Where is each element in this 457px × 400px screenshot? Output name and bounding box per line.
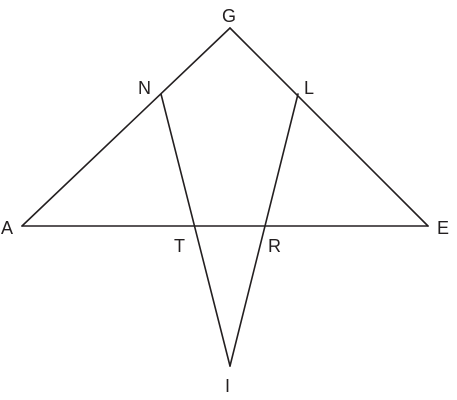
label-A: A <box>1 218 13 238</box>
label-G: G <box>222 6 236 26</box>
label-N: N <box>138 78 151 98</box>
segment-AG <box>21 27 231 227</box>
label-R: R <box>268 236 281 256</box>
label-T: T <box>174 236 185 256</box>
label-E: E <box>437 218 449 238</box>
label-I: I <box>225 376 230 396</box>
segment-NI <box>160 93 231 367</box>
segment-GE <box>229 27 429 227</box>
label-L: L <box>304 78 314 98</box>
segment-LI <box>229 93 299 367</box>
